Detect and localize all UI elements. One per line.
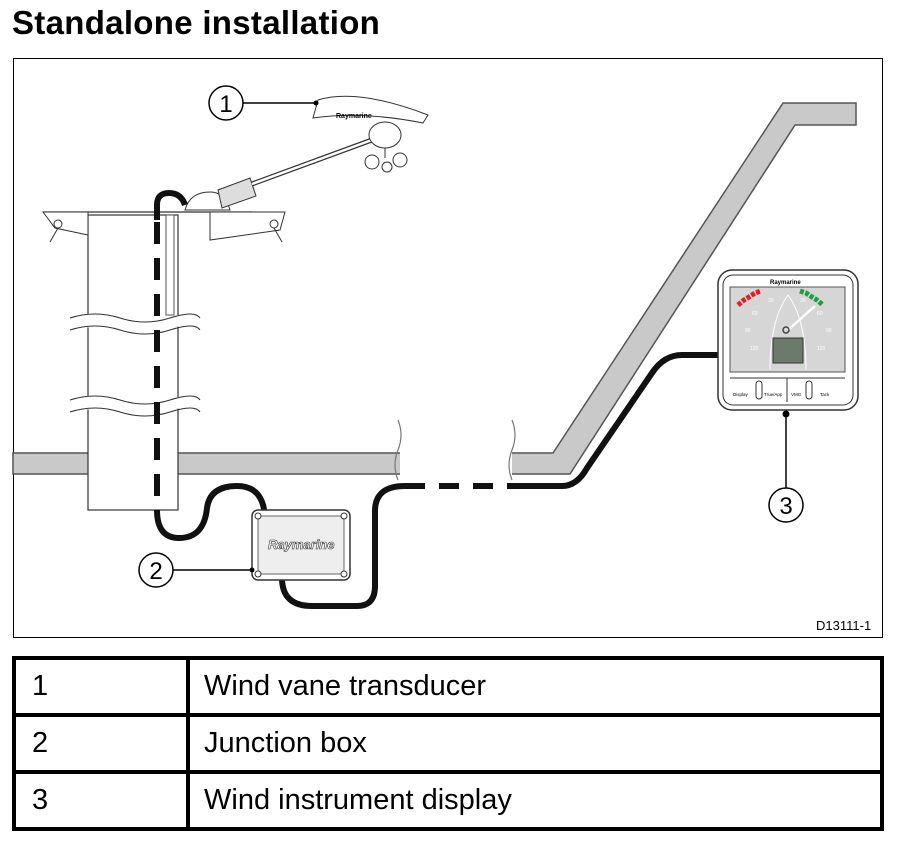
cable-from-junction (279, 483, 406, 609)
diagram-frame (13, 58, 883, 638)
deck-break (400, 440, 512, 485)
dial-label-60-right: 60 (817, 311, 823, 317)
break-line-right (508, 419, 516, 481)
svg-text:2: 2 (149, 558, 162, 585)
dial-label-120-left: 120 (750, 346, 759, 352)
dial-label-90-left: 90 (745, 328, 751, 334)
wind-instrument-display: Raymarine 30 30 60 60 90 90 120 120 Disp… (717, 269, 859, 411)
cable-top (154, 189, 188, 220)
row-number: 2 (12, 713, 190, 774)
button-tack[interactable]: Tack (820, 392, 830, 397)
dial-label-120-right: 120 (817, 346, 826, 352)
row-number: 3 (12, 770, 190, 831)
deck-hull (12, 102, 857, 475)
cable-to-display (512, 352, 720, 489)
svg-text:3: 3 (779, 493, 792, 520)
dial-label-30-left: 30 (768, 298, 774, 304)
callout-1: 1 (208, 85, 319, 121)
table-row: 2 Junction box (12, 713, 884, 774)
cable-to-junction (154, 482, 268, 542)
button-true-app[interactable]: True/App (764, 392, 783, 397)
installation-diagram: Raymarine Raymarine Raymarine 30 30 60 6… (12, 85, 871, 633)
callout-3: 3 (768, 410, 804, 523)
junction-box: Raymarine (251, 509, 351, 581)
svg-text:1: 1 (219, 91, 232, 118)
break-line-left (394, 419, 402, 481)
figure-id: D13111-1 (816, 618, 871, 633)
row-label: Junction box (186, 713, 884, 774)
table-row: 1 Wind vane transducer (12, 656, 884, 717)
dial-label-60-left: 60 (752, 311, 758, 317)
table-row: 3 Wind instrument display (12, 770, 884, 831)
transducer-logo: Raymarine (336, 113, 372, 120)
button-display[interactable]: Display (733, 392, 749, 397)
dial-label-30-right: 30 (800, 298, 806, 304)
junction-box-logo: Raymarine (268, 537, 334, 552)
callout-2: 2 (138, 552, 255, 588)
button-vmg[interactable]: VMG (791, 392, 802, 397)
dial-label-90-right: 90 (826, 328, 832, 334)
row-label: Wind instrument display (186, 770, 884, 831)
mast (87, 214, 179, 511)
legend-table: 1 Wind vane transducer 2 Junction box 3 … (12, 656, 884, 831)
row-label: Wind vane transducer (186, 656, 884, 717)
display-brand: Raymarine (770, 280, 801, 286)
wind-vane-transducer: Raymarine (184, 95, 429, 211)
page-title: Standalone installation (12, 4, 381, 41)
row-number: 1 (12, 656, 190, 717)
